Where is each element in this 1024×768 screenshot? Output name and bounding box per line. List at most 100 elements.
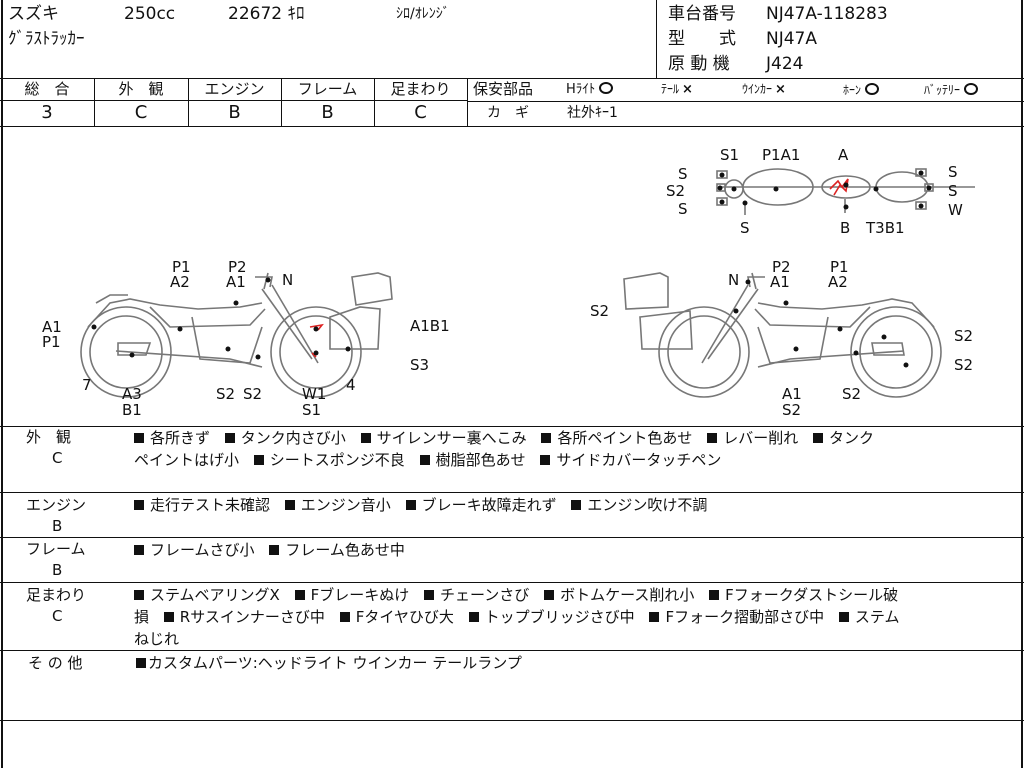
bullet-square-icon: [812, 433, 823, 443]
notes-top-line: [0, 426, 1024, 427]
notes-category-grade: B: [52, 517, 63, 535]
safety-item-label: ﾃｰﾙ: [661, 82, 680, 96]
bullet-square-icon: [339, 612, 350, 622]
note-item: Fタイヤひび大: [339, 608, 454, 626]
safety-item-tail: ﾃｰﾙ×: [661, 83, 693, 96]
bullet-square-icon: [838, 612, 849, 622]
bullet-square-icon: [649, 612, 660, 622]
notes-line: 走行テスト未確認 エンジン音小 ブレーキ故障走れず エンジン吹け不調: [134, 494, 717, 516]
x-mark-icon: ×: [682, 82, 693, 97]
grade-frame-label: フレーム: [297, 80, 358, 98]
displacement: 250cc: [124, 4, 176, 24]
mileage: 22672 ｷﾛ: [228, 4, 305, 24]
diagram-label: A1: [782, 385, 802, 403]
safety-item-headlight: Hﾗｲﾄ: [566, 82, 614, 96]
grades-top-line: [0, 78, 1024, 79]
bullet-square-icon: [709, 590, 720, 600]
diagram-label: N: [282, 271, 293, 289]
notes-category-grade: C: [52, 449, 63, 467]
diagram-label: A3: [122, 385, 142, 403]
notes-category-label: 足まわり: [26, 586, 87, 604]
diagram-label: S2: [842, 385, 861, 403]
safety-item-horn: ﾎｰﾝ: [843, 83, 880, 96]
note-item: Fフォークダストシール破: [709, 586, 898, 604]
note-item: ねじれ: [134, 630, 180, 648]
bullet-square-icon: [468, 612, 479, 622]
damage-diagram: S1 P1A1 A S S2 S S S S W B T3B1 P1 A2 P2…: [42, 146, 975, 419]
bullet-square-icon: [424, 590, 435, 600]
diagram-label: P1: [172, 258, 191, 276]
note-item: 損: [134, 608, 150, 626]
diagram-label: S1: [302, 401, 321, 419]
grade-suspension-value: C: [414, 102, 427, 123]
circle-mark-icon: [865, 83, 880, 95]
note-item: Rサスインナーさび中: [163, 608, 325, 626]
frame-number-label: 車台番号: [668, 4, 736, 24]
safety-item-label: ﾊﾞｯﾃﾘｰ: [924, 83, 961, 97]
top-view-labels: S1 P1A1 A S S2 S S S S W B T3B1: [666, 146, 963, 237]
diagram-label: A2: [170, 273, 190, 291]
notes-line: 損 Rサスインナーさび中 Fタイヤひび大 トップブリッジさび中 Fフォーク摺動部…: [134, 606, 909, 628]
note-item: フレームさび小: [134, 541, 255, 559]
note-item: Fフォーク摺動部さび中: [649, 608, 824, 626]
note-item: 各所ペイント色あせ: [541, 429, 692, 447]
bullet-square-icon: [224, 433, 235, 443]
diagram-label: A1: [226, 273, 246, 291]
diagram-label: P1A1: [762, 146, 800, 164]
note-item: トップブリッジさび中: [468, 608, 635, 626]
bullet-square-icon: [419, 455, 430, 465]
notes-category-label: フレーム: [26, 540, 86, 558]
bullet-square-icon: [134, 433, 144, 443]
red-damage-marks: [309, 178, 849, 358]
grade-frame-value: B: [321, 102, 334, 123]
grade-divider-5: [467, 78, 468, 126]
notes-category-label: エンジン: [26, 496, 87, 514]
grade-divider-2: [188, 78, 189, 126]
grade-divider-1: [94, 78, 95, 126]
left-view-labels: P1 A2 P2 A1 N A1 P1 A1B1 S3 7 A3 B1 S2 S…: [42, 258, 450, 419]
color: ｼﾛ/ｵﾚﾝｼﾞ: [396, 6, 450, 22]
notes-line: ステムベアリングX Fブレーキぬけ チェーンさび ボトムケース削れ小 Fフォーク…: [134, 584, 908, 606]
diagram-label: S3: [410, 356, 429, 374]
diagram-label: P2: [228, 258, 247, 276]
diagram-label: 4: [346, 376, 356, 394]
note-item: レバー削れ: [707, 429, 798, 447]
circle-mark-icon: [599, 82, 614, 94]
frame-number-value: NJ47A-118283: [766, 4, 888, 24]
bullet-square-icon: [269, 545, 280, 555]
notes-category-grade: B: [52, 561, 63, 579]
diagram-label: S2: [782, 401, 801, 419]
engine-model-value: J424: [766, 54, 804, 74]
note-item: Fブレーキぬけ: [294, 586, 409, 604]
note-item: タンク: [812, 429, 874, 447]
notes-line: 各所きず タンク内さび小 サイレンサー裏へこみ 各所ペイント色あせ レバー削れ …: [134, 427, 884, 449]
grade-divider-4: [374, 78, 375, 126]
diagram-label: A1: [770, 273, 790, 291]
grade-suspension-label: 足まわり: [390, 80, 451, 98]
diagram-label: A1: [42, 318, 62, 336]
x-mark-icon: ×: [775, 82, 786, 97]
notes-category-label: 外 観: [26, 428, 72, 446]
note-item: エンジン吹け不調: [571, 496, 707, 514]
diagram-label: S: [948, 182, 958, 200]
grade-total-value: 3: [41, 102, 53, 123]
grades-mid-line: [0, 100, 467, 101]
diagram-label: S: [678, 200, 688, 218]
right-side-bike-outline: [623, 272, 942, 398]
note-item: 樹脂部色あせ: [419, 451, 526, 469]
diagram-label: S2: [243, 385, 262, 403]
bullet-square-icon: [571, 500, 582, 510]
diagram-label: P1: [830, 258, 849, 276]
diagram-label: S1: [720, 146, 739, 164]
bullet-square-icon: [544, 590, 555, 600]
diagram-label: S2: [954, 356, 973, 374]
diagram-label: S2: [216, 385, 235, 403]
grade-exterior-label: 外 観: [118, 80, 164, 98]
note-item: サイドカバータッチペン: [540, 451, 721, 469]
notes-line: ペイントはげ小 シートスポンジ不良 樹脂部色あせ サイドカバータッチペン: [134, 449, 731, 471]
notes-sep-1: [0, 492, 1024, 493]
diagram-label: S: [678, 165, 688, 183]
note-item: サイレンサー裏へこみ: [360, 429, 527, 447]
bullet-square-icon: [405, 500, 416, 510]
notes-sep-3: [0, 582, 1024, 583]
